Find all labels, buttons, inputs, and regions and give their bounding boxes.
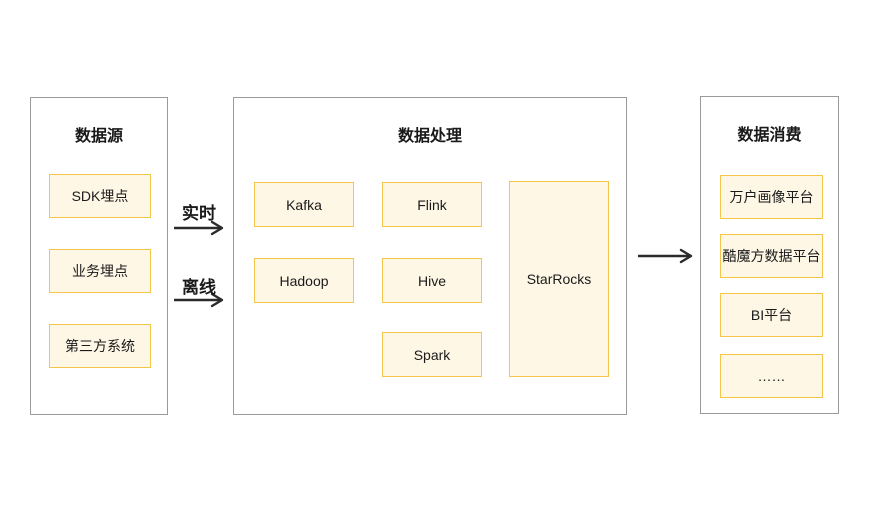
panel-data-source-title: 数据源 <box>74 128 123 145</box>
node-kafka: Kafka <box>254 182 354 227</box>
panel-data-processing: 数据处理 Kafka Flink Hadoop Hive Spark StarR… <box>233 97 627 415</box>
node-cube-data-platform: 酷魔方数据平台 <box>720 234 823 278</box>
panel-data-processing-title: 数据处理 <box>397 128 462 145</box>
node-hive: Hive <box>382 258 482 303</box>
node-more-platforms: …… <box>720 354 823 398</box>
flow-label-offline: 离线 <box>182 278 216 297</box>
node-third-party-system: 第三方系统 <box>49 324 151 368</box>
panel-data-source: 数据源 SDK埋点 业务埋点 第三方系统 <box>30 97 168 415</box>
panel-data-consumption: 数据消费 万户画像平台 酷魔方数据平台 BI平台 …… <box>700 96 839 414</box>
node-bi-platform: BI平台 <box>720 293 823 337</box>
node-user-portrait-platform: 万户画像平台 <box>720 175 823 219</box>
node-business-tracking: 业务埋点 <box>49 249 151 293</box>
node-sdk-tracking: SDK埋点 <box>49 174 151 218</box>
node-spark: Spark <box>382 332 482 377</box>
node-hadoop: Hadoop <box>254 258 354 303</box>
panel-data-consumption-title: 数据消费 <box>737 127 802 144</box>
flow-label-realtime: 实时 <box>182 204 216 223</box>
node-starrocks: StarRocks <box>509 181 609 377</box>
node-flink: Flink <box>382 182 482 227</box>
